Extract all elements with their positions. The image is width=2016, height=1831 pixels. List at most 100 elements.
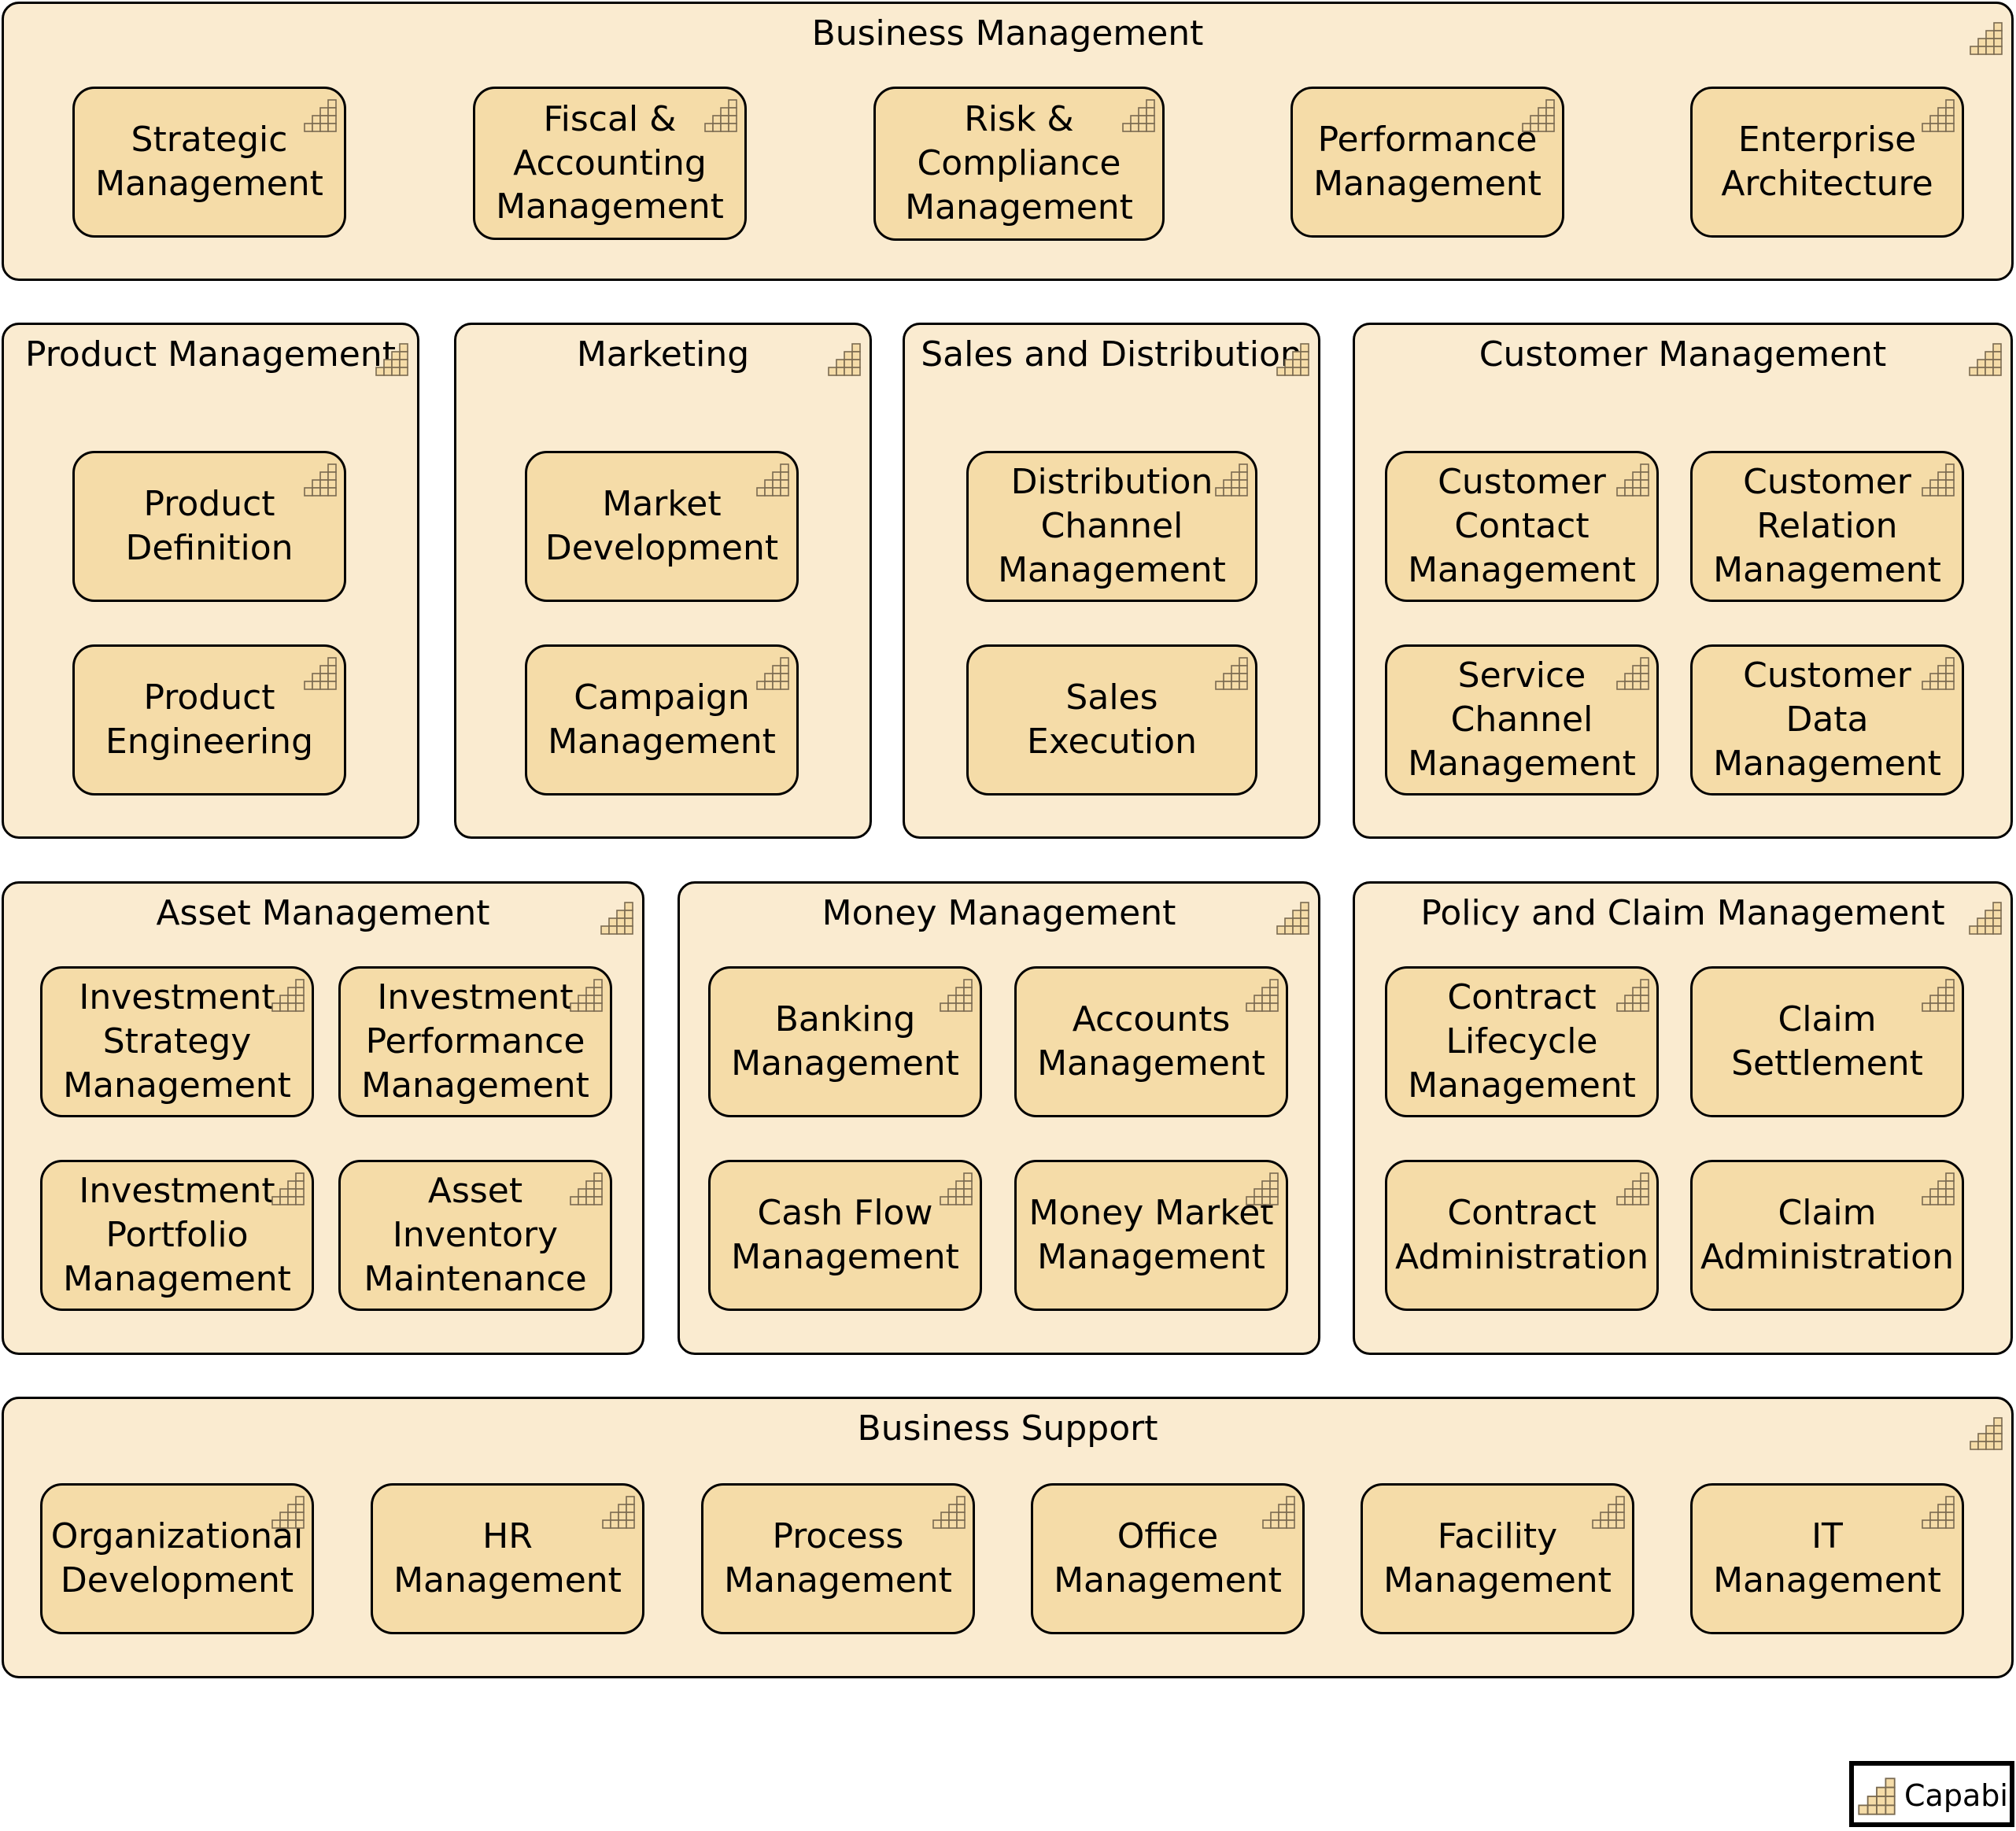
capability-box[interactable]: Claim Administration (1690, 1160, 1964, 1311)
capability-icon (1246, 979, 1279, 1012)
capability-icon (271, 1172, 305, 1205)
capability-label: Market Development (545, 484, 779, 568)
capability-icon (1616, 1172, 1649, 1205)
capability-label: Sales Execution (1027, 677, 1197, 762)
capability-icon (828, 343, 861, 376)
capability-label: Customer Contact Management (1408, 462, 1636, 590)
capability-icon (1276, 343, 1309, 376)
capability-box[interactable]: Campaign Management (525, 644, 799, 796)
capability-box[interactable]: Process Management (701, 1483, 975, 1634)
capability-icon (1616, 463, 1649, 497)
capability-icon (1969, 902, 2002, 935)
capability-label: Contract Administration (1395, 1193, 1649, 1277)
capability-box[interactable]: Money Market Management (1014, 1160, 1288, 1311)
capability-icon (1922, 463, 1955, 497)
group-title: Money Management (822, 893, 1176, 933)
capability-icon (940, 1172, 973, 1205)
capability-box[interactable]: Customer Relation Management (1690, 451, 1964, 602)
capability-icon (271, 979, 305, 1012)
capability-box[interactable]: Distribution Channel Management (966, 451, 1257, 602)
capability-icon (1616, 657, 1649, 690)
capability-box[interactable]: Investment Performance Management (338, 966, 612, 1117)
capability-box[interactable]: Customer Contact Management (1385, 451, 1659, 602)
capability-icon (1922, 1172, 1955, 1205)
capability-icon (375, 343, 408, 376)
capability-label: Performance Management (1313, 120, 1542, 204)
capability-box[interactable]: IT Management (1690, 1483, 1964, 1634)
capability-icon (1616, 979, 1649, 1012)
capability-icon (756, 657, 789, 690)
capability-icon (1970, 22, 2003, 55)
capability-box[interactable]: Investment Strategy Management (40, 966, 314, 1117)
capability-label: Process Management (724, 1516, 952, 1600)
capability-icon (304, 657, 337, 690)
capability-label: Enterprise Architecture (1721, 120, 1933, 204)
capability-label: Organizational Development (50, 1516, 304, 1600)
capability-icon (1592, 1496, 1625, 1529)
capability-label: Product Definition (125, 484, 294, 568)
capability-icon (1922, 1496, 1955, 1529)
group-title: Customer Management (1479, 334, 1887, 375)
capability-box[interactable]: Contract Lifecycle Management (1385, 966, 1659, 1117)
capability-label: Accounts Management (1037, 999, 1265, 1083)
capability-label: Asset Inventory Maintenance (364, 1171, 587, 1299)
capability-box[interactable]: Strategic Management (72, 87, 346, 238)
capability-box[interactable]: Risk & Compliance Management (873, 87, 1165, 241)
group-business-support: Business Support (2, 1397, 2014, 1678)
capability-icon (570, 1172, 603, 1205)
capability-box[interactable]: Customer Data Management (1690, 644, 1964, 796)
capability-box[interactable]: Accounts Management (1014, 966, 1288, 1117)
capability-box[interactable]: Product Definition (72, 451, 346, 602)
capability-label: Facility Management (1383, 1516, 1612, 1600)
capability-box[interactable]: Performance Management (1290, 87, 1564, 238)
group-title: Policy and Claim Management (1420, 893, 1945, 933)
capability-box[interactable]: Investment Portfolio Management (40, 1160, 314, 1311)
capability-box[interactable]: HR Management (371, 1483, 644, 1634)
capability-box[interactable]: Service Channel Management (1385, 644, 1659, 796)
capability-icon (1262, 1496, 1295, 1529)
capability-label: IT Management (1713, 1516, 1941, 1600)
group-title: Asset Management (156, 893, 490, 933)
group-title: Product Management (25, 334, 396, 375)
capability-label: Investment Performance Management (361, 977, 589, 1106)
group-title: Business Support (857, 1408, 1158, 1449)
group-title: Business Management (811, 13, 1204, 54)
capability-box[interactable]: Fiscal & Accounting Management (473, 87, 747, 240)
capability-icon (304, 463, 337, 497)
capability-box[interactable]: Enterprise Architecture (1690, 87, 1964, 238)
capability-icon (1215, 463, 1248, 497)
capability-label: Banking Management (731, 999, 959, 1083)
capability-box[interactable]: Sales Execution (966, 644, 1257, 796)
capability-label: Money Market Management (1028, 1193, 1274, 1277)
capability-box[interactable]: Facility Management (1361, 1483, 1634, 1634)
capability-box[interactable]: Cash Flow Management (708, 1160, 982, 1311)
capability-label: Distribution Channel Management (998, 462, 1226, 590)
capability-box[interactable]: Banking Management (708, 966, 982, 1117)
group-title: Sales and Distribution (921, 334, 1302, 375)
legend-label: Capability (1904, 1778, 2016, 1813)
capability-box[interactable]: Office Management (1031, 1483, 1305, 1634)
capability-label: Customer Data Management (1713, 655, 1941, 784)
capability-box[interactable]: Organizational Development (40, 1483, 314, 1634)
capability-icon (704, 99, 737, 132)
capability-label: Customer Relation Management (1713, 462, 1941, 590)
capability-label: Service Channel Management (1408, 655, 1636, 784)
capability-label: Claim Administration (1700, 1193, 1954, 1277)
capability-icon (1922, 99, 1955, 132)
capability-label: Cash Flow Management (731, 1193, 959, 1277)
capability-box[interactable]: Product Engineering (72, 644, 346, 796)
capability-box[interactable]: Contract Administration (1385, 1160, 1659, 1311)
capability-box[interactable]: Market Development (525, 451, 799, 602)
capability-box[interactable]: Claim Settlement (1690, 966, 1964, 1117)
capability-label: Campaign Management (548, 677, 776, 762)
capability-icon (570, 979, 603, 1012)
legend: Capability (1849, 1761, 2016, 1827)
group-title: Marketing (576, 334, 750, 375)
capability-icon (271, 1496, 305, 1529)
capability-label: Investment Portfolio Management (63, 1171, 291, 1299)
capability-label: HR Management (393, 1516, 622, 1600)
capability-label: Contract Lifecycle Management (1408, 977, 1636, 1106)
capability-box[interactable]: Asset Inventory Maintenance (338, 1160, 612, 1311)
capability-icon (1122, 99, 1155, 132)
capability-icon (1522, 99, 1555, 132)
